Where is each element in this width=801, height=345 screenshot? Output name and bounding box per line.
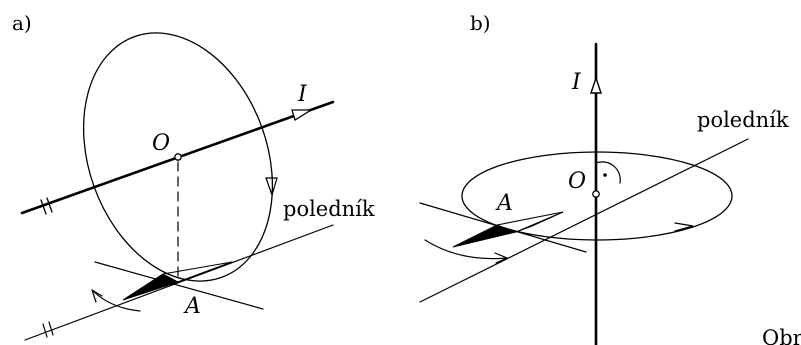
panel-b-needle-dark-half — [452, 224, 518, 248]
panel-b-point-label: A — [495, 191, 513, 216]
panel-b-loop-arrow — [674, 222, 694, 232]
panel-a-center-label: O — [152, 131, 170, 156]
panel-a-current-arrow — [291, 109, 314, 122]
panel-a-meridian-break-mark — [42, 323, 48, 338]
panel-a-wire-break-mark — [46, 197, 53, 213]
panel-b-rotation-arrowhead — [494, 252, 508, 264]
panel-a-rotation-arrowhead — [91, 289, 103, 303]
panel-a-needle-outline — [162, 261, 233, 275]
panel-a-loop-arrow — [265, 177, 278, 197]
panel-b-current-arrow — [590, 75, 602, 94]
panel-b-meridian-label: poledník — [697, 108, 789, 132]
panel-b-center-point — [592, 190, 600, 198]
panel-b-center-label: O — [568, 169, 586, 194]
panel-b-field-loop — [461, 151, 733, 241]
panel-a-meridian-break-mark — [48, 321, 54, 336]
panel-a-center-point — [174, 153, 182, 161]
panel-a-meridian-label: poledník — [283, 197, 375, 221]
panel-a-rotation-arc — [91, 289, 141, 312]
caption-fragment: Obr — [762, 326, 801, 345]
panel-a-point-label: A — [183, 294, 201, 319]
panel-a-current-label: I — [297, 82, 308, 107]
panel-b-needle-light-half — [515, 211, 564, 233]
panel-b-rotation-arc — [424, 239, 508, 260]
panel-b-label: b) — [470, 11, 491, 35]
panel-b-needle-outline — [496, 211, 564, 226]
panel-a-meridian-line — [24, 224, 334, 341]
panel-b-meridian-line — [419, 138, 749, 303]
panel-a-wire-break-mark — [40, 199, 47, 215]
panel-a-label: a) — [12, 11, 32, 35]
panel-b-right-angle-mark — [595, 161, 621, 184]
panel-a-needle-light-half — [177, 261, 233, 283]
panel-b: b) I poledník O A — [419, 11, 789, 345]
panel-a: a) I O poledník — [12, 11, 375, 341]
panel-b-right-angle-dot — [603, 173, 607, 177]
panel-a-needle-dark-half — [122, 273, 180, 301]
panel-a-needle-axis — [94, 261, 264, 310]
panel-b-current-label: I — [571, 70, 582, 95]
